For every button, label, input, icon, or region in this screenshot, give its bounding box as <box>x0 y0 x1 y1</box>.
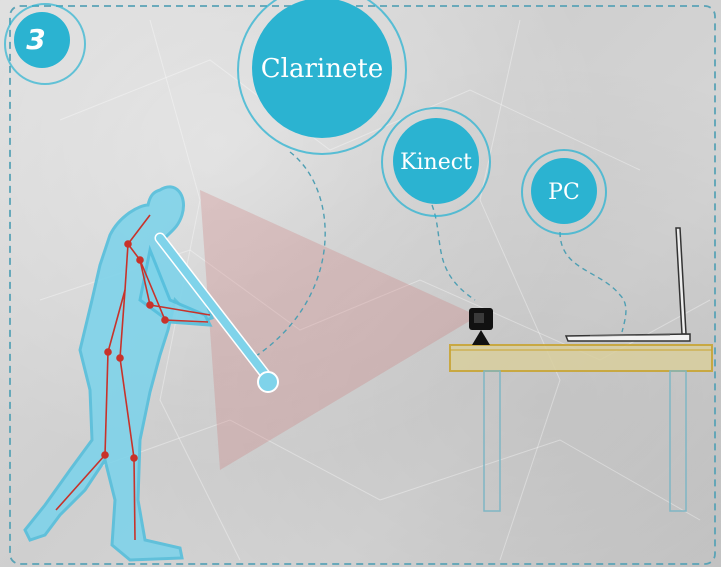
pc-label: PC <box>548 180 580 205</box>
kinect-connector <box>432 205 475 300</box>
kinect-sensor <box>469 308 493 345</box>
kinect-label: Kinect <box>400 150 472 175</box>
step-number: 3 <box>26 23 45 56</box>
desk <box>450 345 712 511</box>
pc-connector <box>560 232 626 332</box>
step-badge: 3 <box>5 4 85 84</box>
kinect-field-of-view <box>200 190 478 470</box>
musician-figure <box>25 187 212 560</box>
clarinet-label: Clarinete <box>261 54 383 84</box>
clarinet-bubble: Clarinete <box>238 0 406 154</box>
desk-leg-left <box>484 371 500 511</box>
pc-bubble: PC <box>522 150 606 234</box>
kinect-bubble: Kinect <box>382 108 490 216</box>
laptop <box>566 228 690 341</box>
desk-leg-right <box>670 371 686 511</box>
